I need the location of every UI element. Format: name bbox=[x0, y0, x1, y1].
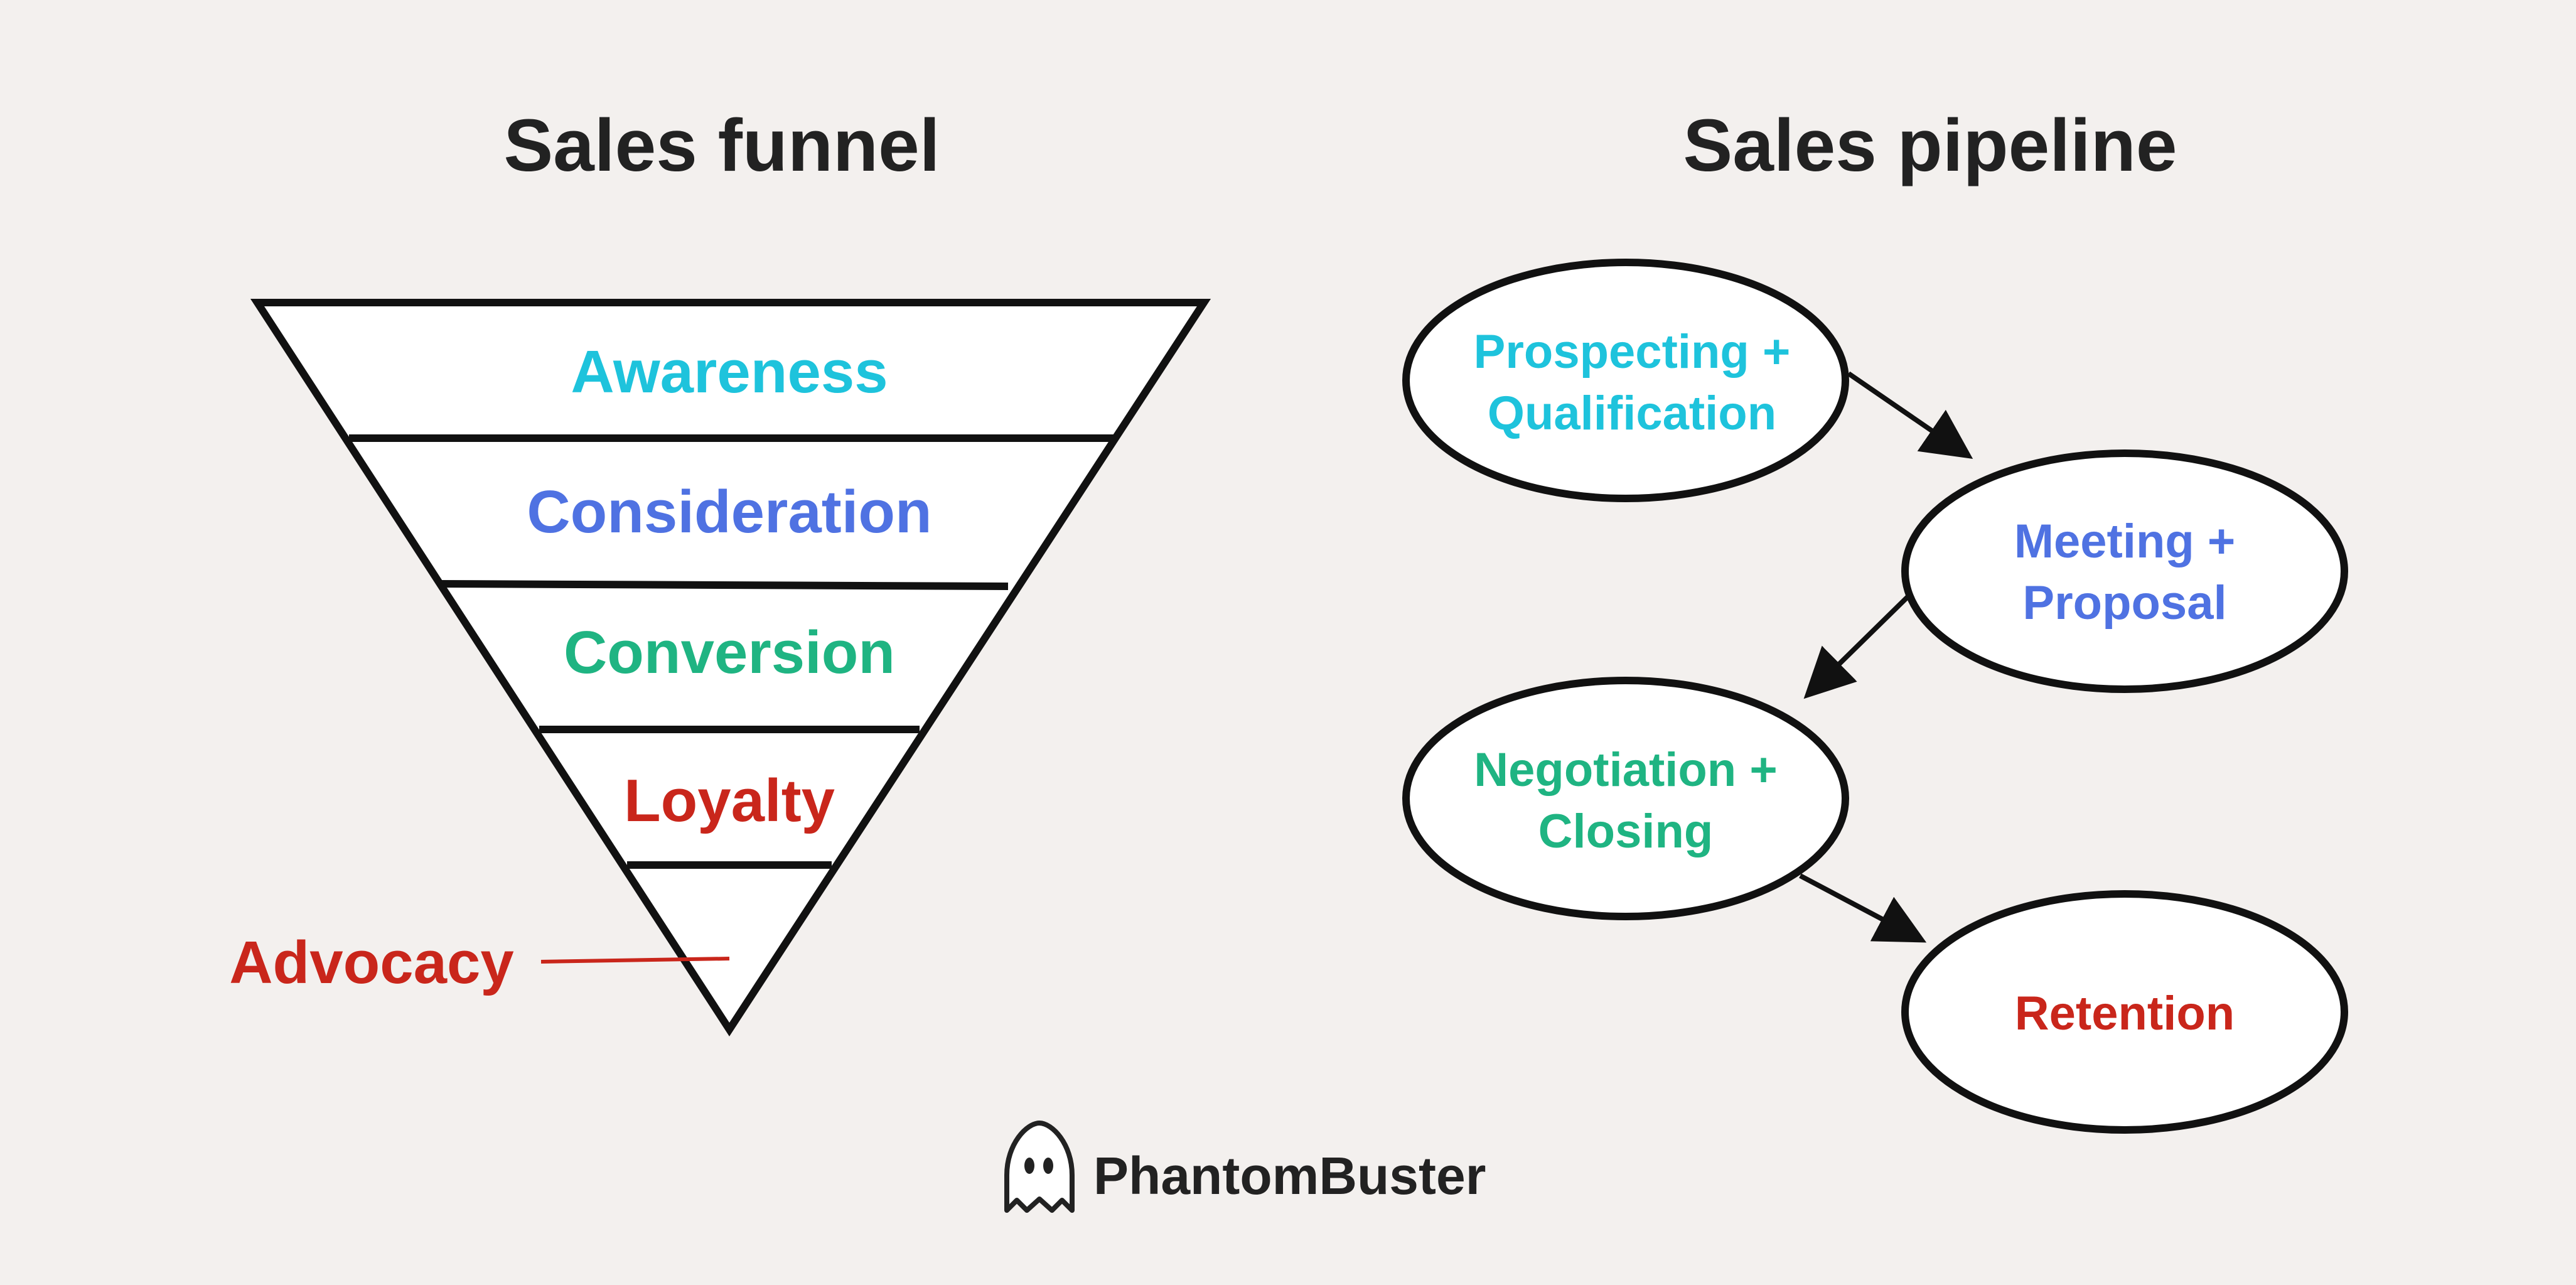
pipeline-arrow bbox=[1847, 371, 1973, 460]
sales-funnel: Awareness Consideration Conversion Loyal… bbox=[229, 299, 1211, 1036]
pipeline-stage-negotiation-line1: Negotiation + bbox=[1474, 743, 1777, 797]
ghost-logo-icon bbox=[1004, 1121, 1075, 1213]
funnel-stage-conversion: Conversion bbox=[564, 619, 895, 686]
funnel-stage-consideration: Consideration bbox=[527, 478, 931, 546]
pipeline-stage-prospecting-line1: Prospecting + bbox=[1474, 325, 1791, 379]
pipeline-arrow bbox=[1799, 873, 1927, 943]
sales-pipeline: Prospecting + Qualification Meeting + Pr… bbox=[1402, 259, 2348, 1134]
brand-name: PhantomBuster bbox=[1093, 1146, 1486, 1205]
pipeline-stage-bubble bbox=[1402, 677, 1849, 920]
pipeline-title: Sales pipeline bbox=[1683, 104, 2177, 187]
pipeline-stage-bubble bbox=[1901, 449, 2348, 693]
pipeline-stage-meeting-line1: Meeting + bbox=[2014, 515, 2236, 568]
advocacy-pointer-line bbox=[540, 957, 730, 964]
pipeline-stage-retention: Retention bbox=[2015, 987, 2235, 1040]
funnel-title: Sales funnel bbox=[503, 104, 940, 187]
funnel-divider bbox=[437, 580, 1009, 590]
funnel-stage-loyalty: Loyalty bbox=[624, 767, 835, 834]
pipeline-stage-negotiation-line2: Closing bbox=[1538, 805, 1714, 858]
pipeline-arrow bbox=[1803, 594, 1910, 699]
pipeline-stage-meeting-line2: Proposal bbox=[2022, 576, 2226, 630]
pipeline-stage-bubble bbox=[1901, 890, 2348, 1134]
pipeline-stage-prospecting-line2: Qualification bbox=[1488, 387, 1776, 440]
funnel-callout-advocacy: Advocacy bbox=[229, 929, 514, 996]
brand-logo: PhantomBuster bbox=[1004, 1121, 1486, 1213]
funnel-outline bbox=[250, 299, 1211, 1036]
pipeline-stage-bubble bbox=[1402, 259, 1849, 502]
funnel-stage-awareness: Awareness bbox=[571, 338, 888, 406]
